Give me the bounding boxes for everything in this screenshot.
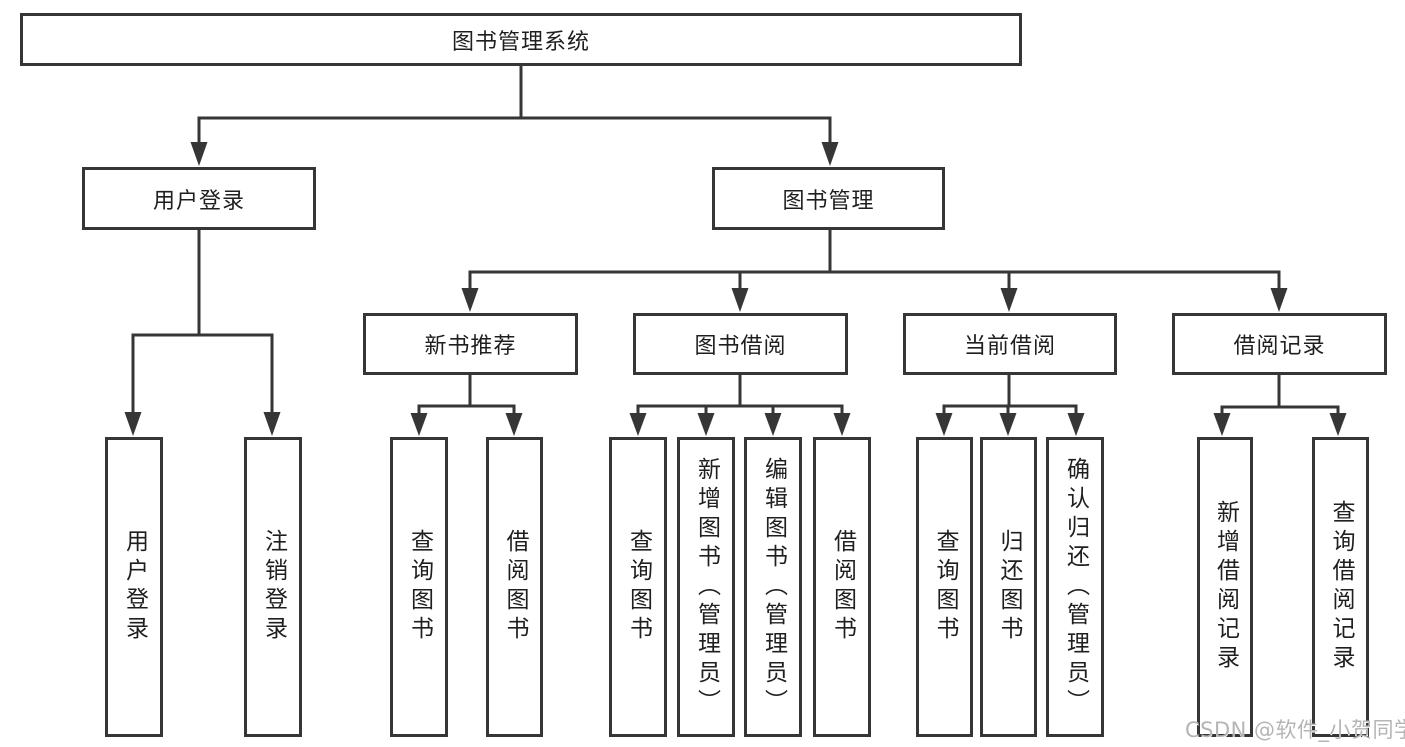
arrow-into-query3: [935, 413, 953, 436]
arrow-into-current: [1000, 288, 1018, 312]
node-label: 新增借阅记录: [1212, 500, 1239, 674]
node-label: 用户登录: [152, 188, 245, 214]
node-new-book-recommendation: 新书推荐: [363, 313, 578, 375]
node-label: 查询图书: [932, 529, 958, 645]
leaf-query-books-recommend: 查询图书: [390, 437, 448, 737]
arrow-into-manage: [821, 142, 839, 166]
arrow-into-confirm: [1067, 413, 1085, 436]
node-label: 新书推荐: [424, 334, 517, 359]
node-label: 图书管理: [782, 188, 875, 214]
node-label: 图书管理系统: [451, 29, 590, 55]
node-label: 查询借阅记录: [1328, 500, 1354, 674]
leaf-add-book-admin: 新增图书（管理员）: [677, 437, 735, 737]
node-label: 用户登录: [121, 529, 148, 645]
arrow-into-addbook: [697, 413, 715, 436]
node-label: 查询图书: [406, 529, 433, 645]
arrow-into-login: [190, 142, 208, 166]
arrow-into-borrow2: [833, 413, 851, 436]
leaf-confirm-return-admin: 确认归还（管理员）: [1046, 437, 1104, 737]
arrow-into-query1: [410, 413, 428, 436]
arrow-into-editbook: [764, 413, 782, 436]
node-label: 图书借阅: [694, 334, 787, 359]
node-label: 确认归还（管理员）: [1062, 456, 1089, 718]
node-label: 查询图书: [625, 529, 652, 645]
node-label: 借阅记录: [1233, 334, 1326, 359]
arrow-into-addrecord: [1213, 413, 1231, 436]
node-user-login: 用户登录: [82, 167, 316, 230]
node-label: 借阅图书: [502, 529, 528, 645]
arrow-into-newbook: [461, 288, 479, 312]
node-book-borrowing: 图书借阅: [633, 313, 848, 375]
arrow-into-user-login: [124, 412, 142, 436]
node-library-management-system: 图书管理系统: [20, 13, 1022, 66]
leaf-logout: 注销登录: [244, 437, 302, 737]
node-label: 借阅图书: [829, 529, 856, 645]
leaf-add-borrow-record: 新增借阅记录: [1197, 437, 1253, 737]
csdn-watermark: CSDN @软件_小贺同学: [1185, 718, 1405, 742]
arrow-into-logout: [263, 412, 281, 436]
leaf-borrow-books-recommend: 借阅图书: [486, 437, 543, 737]
arrow-into-borrow1: [505, 413, 523, 436]
arrowheads: [124, 142, 1347, 436]
node-label: 注销登录: [260, 529, 287, 645]
arrow-into-query2: [629, 413, 647, 436]
leaf-query-books-borrowing: 查询图书: [609, 437, 667, 737]
node-label: 新增图书（管理员）: [693, 456, 720, 718]
arrow-into-queryrecord: [1329, 413, 1347, 436]
leaf-query-books-current: 查询图书: [916, 437, 973, 737]
leaf-borrow-books-borrowing: 借阅图书: [813, 437, 871, 737]
leaf-user-login: 用户登录: [105, 437, 163, 737]
leaf-query-borrow-record: 查询借阅记录: [1312, 437, 1369, 737]
node-current-borrowing: 当前借阅: [903, 313, 1117, 375]
arrow-into-borrow: [731, 288, 749, 312]
leaf-return-books: 归还图书: [980, 437, 1037, 737]
node-book-management: 图书管理: [712, 167, 945, 230]
node-label: 编辑图书（管理员）: [760, 456, 787, 718]
leaf-edit-book-admin: 编辑图书（管理员）: [744, 437, 802, 737]
arrow-into-return: [999, 413, 1017, 436]
node-label: 当前借阅: [963, 334, 1056, 359]
arrow-into-records: [1270, 288, 1288, 312]
node-label: 归还图书: [996, 529, 1022, 645]
node-borrowing-records: 借阅记录: [1172, 313, 1387, 375]
